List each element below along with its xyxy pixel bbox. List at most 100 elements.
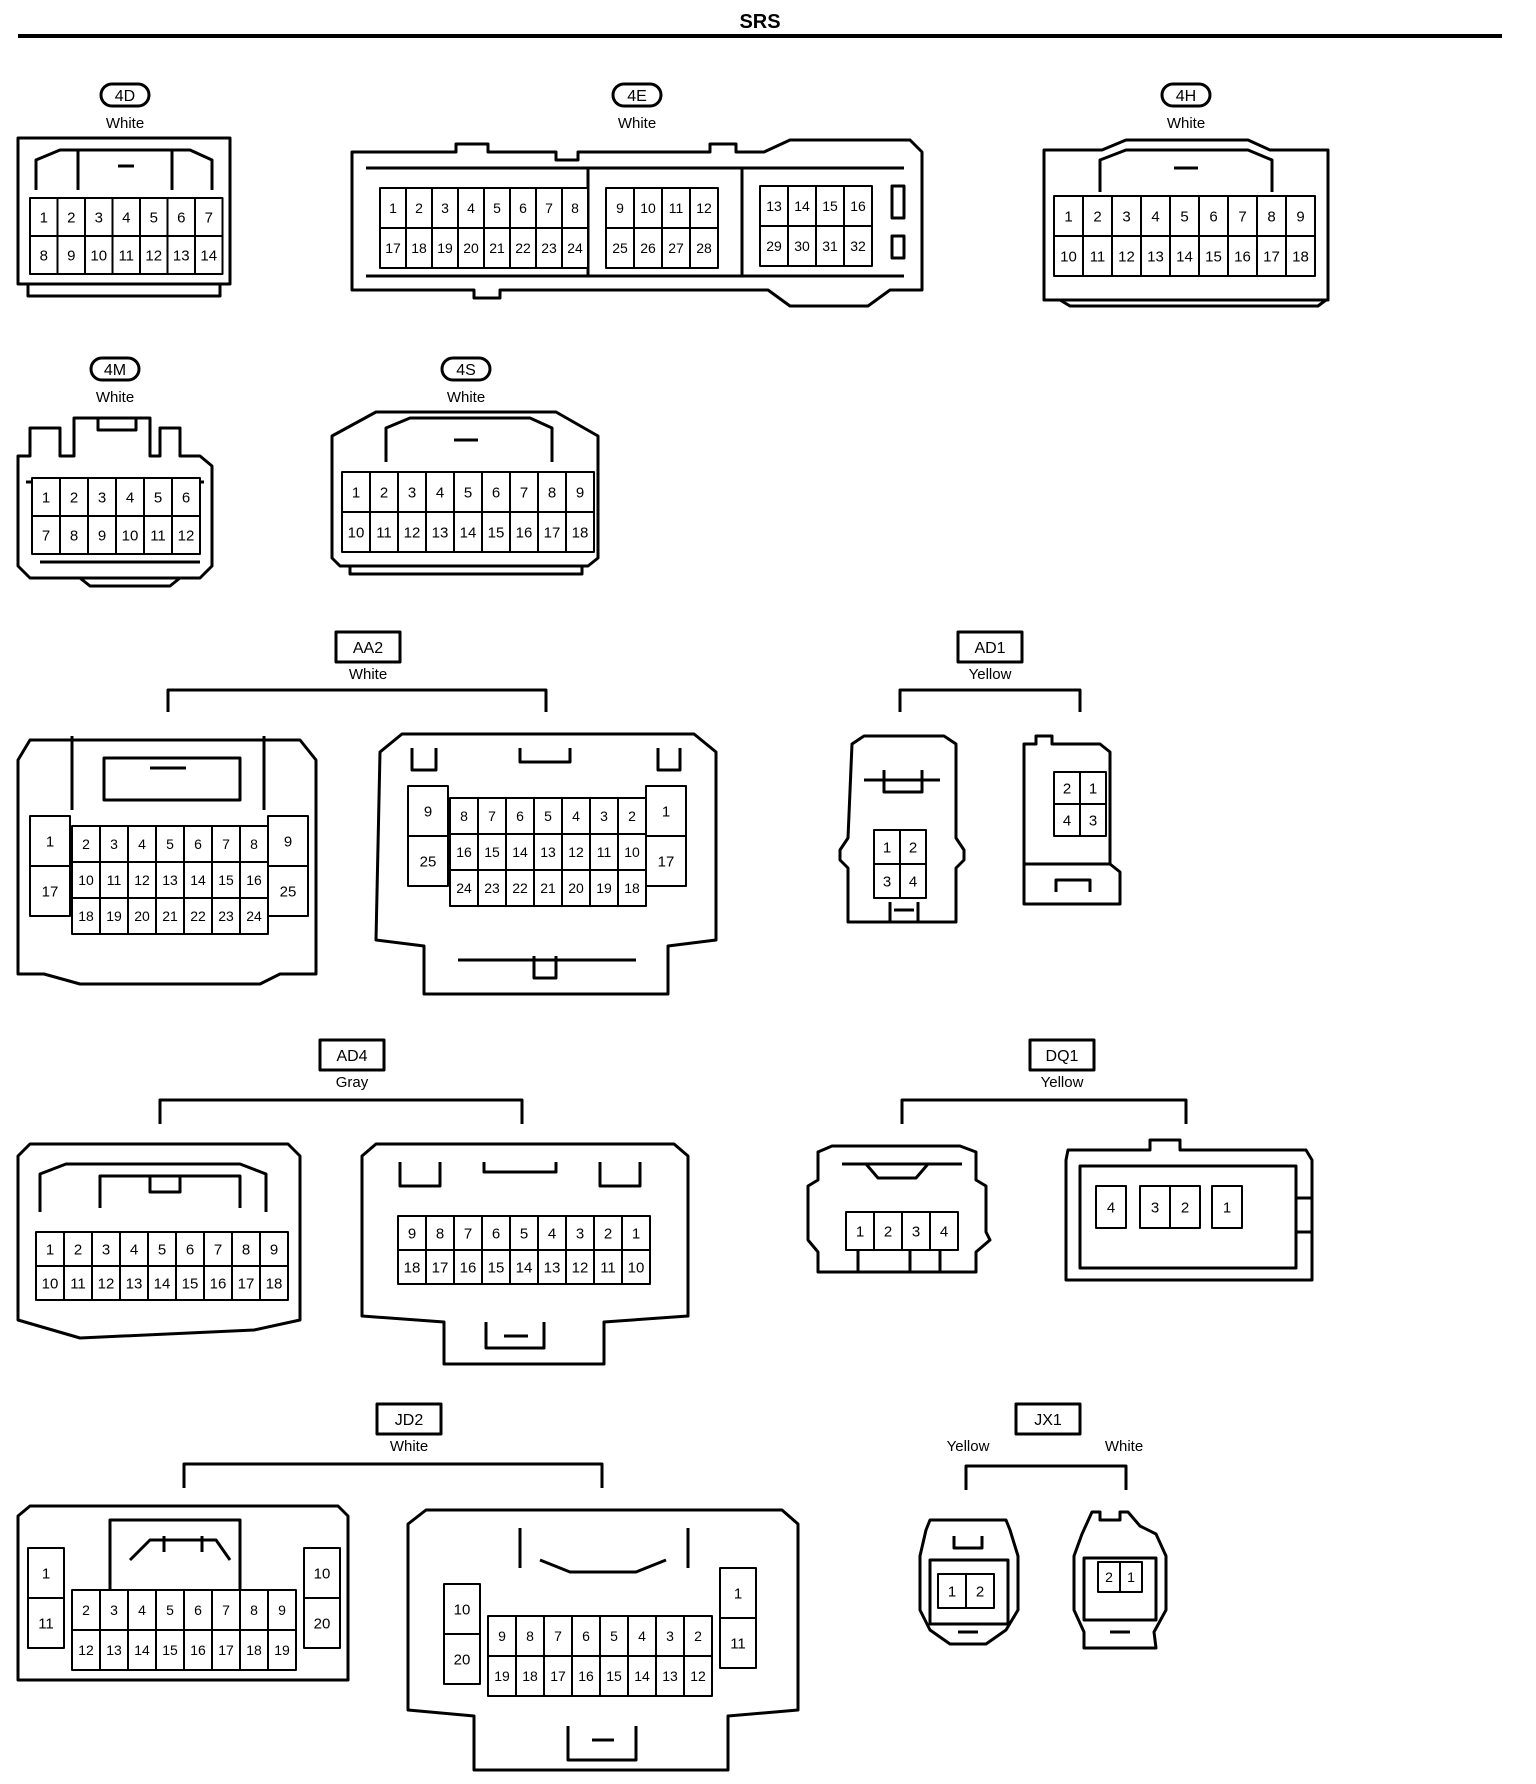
pin-ad4-left-11-label: 11	[70, 1275, 86, 1292]
pin-jd2-right-19-label: 19	[494, 1668, 510, 1684]
pin-jd2-right-6-label: 6	[582, 1628, 590, 1644]
pin-aa2-left-7-label: 7	[222, 836, 230, 852]
pin-jd2-right-6-cell	[571, 1615, 601, 1657]
pin-jd2-right-2-label: 2	[694, 1628, 702, 1644]
pin-4m-6-label: 6	[182, 489, 190, 506]
pin-4s-11-label: 11	[376, 524, 392, 541]
pin-ad4-right-2-label: 2	[604, 1225, 612, 1242]
pin-4e-3-label: 3	[441, 200, 449, 216]
pin-4e-23-label: 23	[541, 240, 557, 256]
connector-4s-code-badge	[440, 356, 492, 382]
pin-4e-8-cell	[561, 187, 589, 229]
pin-ad4-right-7-label: 7	[464, 1225, 472, 1242]
pin-4s-18-label: 18	[572, 524, 589, 541]
pin-jx1-right-1-cell	[1119, 1561, 1143, 1593]
pin-aa2-left-23-cell	[211, 897, 241, 935]
pin-jd2-left-14-label: 14	[134, 1642, 150, 1658]
pin-4e-26-label: 26	[640, 240, 656, 256]
pin-ad1-left-4-label: 4	[909, 873, 917, 890]
pin-4s-10-label: 10	[348, 524, 365, 541]
pin-aa2-left-17-cell	[29, 865, 71, 917]
pin-4d-13-cell	[166, 235, 196, 275]
pin-jd2-left-15-cell	[155, 1629, 185, 1671]
connector-4h-base	[1059, 298, 1327, 308]
pin-4e-32-label: 32	[850, 238, 866, 254]
pin-4m-12-cell	[171, 515, 201, 555]
pin-ad4-left-13-label: 13	[126, 1275, 143, 1292]
pin-4e-27-label: 27	[668, 240, 684, 256]
pin-ad4-right-13-cell	[537, 1249, 567, 1285]
pin-aa2-right-7-label: 7	[488, 808, 496, 824]
connector-jx1-right-color: White	[1105, 1438, 1143, 1455]
connector-4m-code: 4M	[104, 362, 126, 379]
pin-aa2-right-3-label: 3	[600, 808, 608, 824]
pin-aa2-right-14-label: 14	[512, 844, 528, 860]
pin-jd2-left-5-cell	[155, 1589, 185, 1631]
pin-jd2-left-16-label: 16	[190, 1642, 206, 1658]
connector-ad1-code: AD1	[974, 640, 1005, 657]
connector-dq1-right-housing	[1064, 1138, 1314, 1282]
pin-ad1-right-4-label: 4	[1063, 812, 1071, 829]
pin-ad4-right-16-cell	[453, 1249, 483, 1285]
pin-jd2-left-13-label: 13	[106, 1642, 122, 1658]
pin-jd2-left-17-cell	[211, 1629, 241, 1671]
pin-4h-7-cell	[1227, 195, 1258, 237]
pin-4s-15-label: 15	[488, 524, 505, 541]
connector-4d-code: 4D	[115, 88, 135, 105]
pin-aa2-left-20-label: 20	[134, 908, 150, 924]
pin-jd2-right-15-label: 15	[606, 1668, 622, 1684]
pin-4h-8-label: 8	[1267, 208, 1275, 225]
connector-jd2-right-housing	[406, 1508, 800, 1772]
pin-aa2-right-8-cell	[449, 797, 479, 835]
pin-ad4-left-1-cell	[35, 1231, 65, 1267]
pin-ad4-left-12-label: 12	[98, 1275, 115, 1292]
pin-ad4-right-8-cell	[425, 1215, 455, 1251]
pin-aa2-right-9-label: 9	[424, 803, 432, 820]
pin-4h-11-cell	[1082, 235, 1113, 277]
pin-4h-15-label: 15	[1205, 248, 1222, 265]
pin-4e-1-label: 1	[389, 200, 397, 216]
pin-jd2-left-9-cell	[267, 1589, 297, 1631]
pin-jd2-left-14-cell	[127, 1629, 157, 1671]
pin-jd2-left-9-label: 9	[278, 1602, 286, 1618]
pin-4h-2-label: 2	[1093, 208, 1101, 225]
connector-4d-base	[26, 284, 222, 298]
connector-4e-side-slots	[890, 184, 906, 260]
pin-dq1-right-1-label: 1	[1223, 1199, 1231, 1216]
pin-4e-19-label: 19	[437, 240, 453, 256]
pin-jd2-right-10-label: 10	[454, 1601, 471, 1618]
pin-4s-18-cell	[565, 511, 595, 553]
connector-jx1-left-latch	[928, 1536, 1010, 1634]
page-title: SRS	[739, 11, 780, 33]
pin-ad4-left-18-cell	[259, 1265, 289, 1301]
connector-jx1-left-housing	[918, 1518, 1020, 1646]
pin-ad1-left-3-label: 3	[883, 873, 891, 890]
pin-4d-10-cell	[84, 235, 114, 275]
pin-jd2-left-6-label: 6	[194, 1602, 202, 1618]
pin-aa2-left-17-label: 17	[42, 883, 59, 900]
pin-4e-19-cell	[431, 227, 459, 269]
pin-4e-5-label: 5	[493, 200, 501, 216]
pin-jd2-right-3-label: 3	[666, 1628, 674, 1644]
pin-4e-30-label: 30	[794, 238, 810, 254]
pin-jx1-left-2-label: 2	[976, 1583, 984, 1600]
pin-4m-1-label: 1	[42, 489, 50, 506]
pin-4h-10-cell	[1053, 235, 1084, 277]
pin-4e-26-cell	[633, 227, 663, 269]
pin-jd2-right-12-label: 12	[690, 1668, 706, 1684]
pin-4h-5-cell	[1169, 195, 1200, 237]
connector-ad4-left-latch	[38, 1162, 268, 1212]
pin-4h-10-label: 10	[1060, 248, 1077, 265]
connector-ad4-right-latch	[398, 1162, 642, 1350]
pin-4d-14-label: 14	[200, 247, 217, 264]
pin-4h-15-cell	[1198, 235, 1229, 277]
connector-dq1-left-housing	[806, 1144, 992, 1274]
connector-4e-code: 4E	[627, 88, 647, 105]
pin-4e-6-cell	[509, 187, 537, 229]
pin-jd2-right-16-cell	[571, 1655, 601, 1697]
